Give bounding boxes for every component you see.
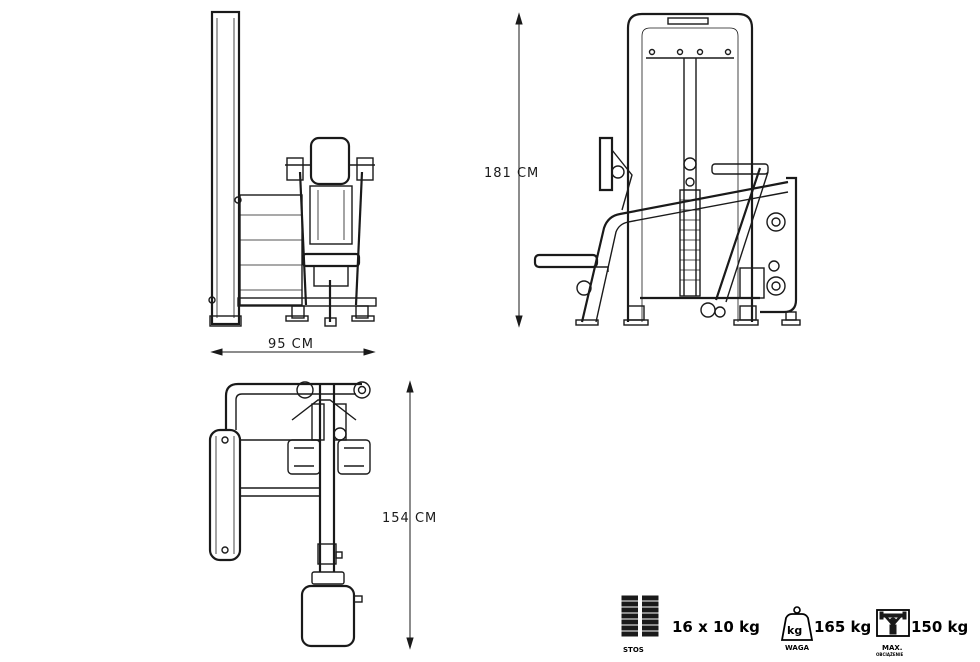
weight-stack-icon [621, 594, 659, 638]
max-load-value: 150 kg [911, 618, 968, 636]
height-dimension [515, 12, 523, 328]
weight-caption: WAGA [785, 644, 810, 652]
stack-value: 16 x 10 kg [672, 618, 760, 636]
stack-caption: STOS [623, 646, 644, 654]
weight-icon-text: kg [787, 624, 802, 637]
top-view [208, 381, 371, 648]
width-label: 95 CM [268, 337, 314, 352]
front-view [208, 10, 377, 327]
max-load-icon [876, 609, 910, 637]
height-label: 181 CM [484, 166, 539, 181]
side-view [533, 12, 801, 326]
weight-kg-icon [780, 606, 814, 641]
max-load-caption-1: MAX. [882, 644, 902, 652]
width-dimension [210, 348, 376, 356]
max-load-caption-2: OBCIĄŻENIE [876, 652, 903, 657]
length-label: 154 CM [382, 511, 437, 526]
length-dimension [406, 380, 414, 650]
weight-value: 165 kg [814, 618, 871, 636]
